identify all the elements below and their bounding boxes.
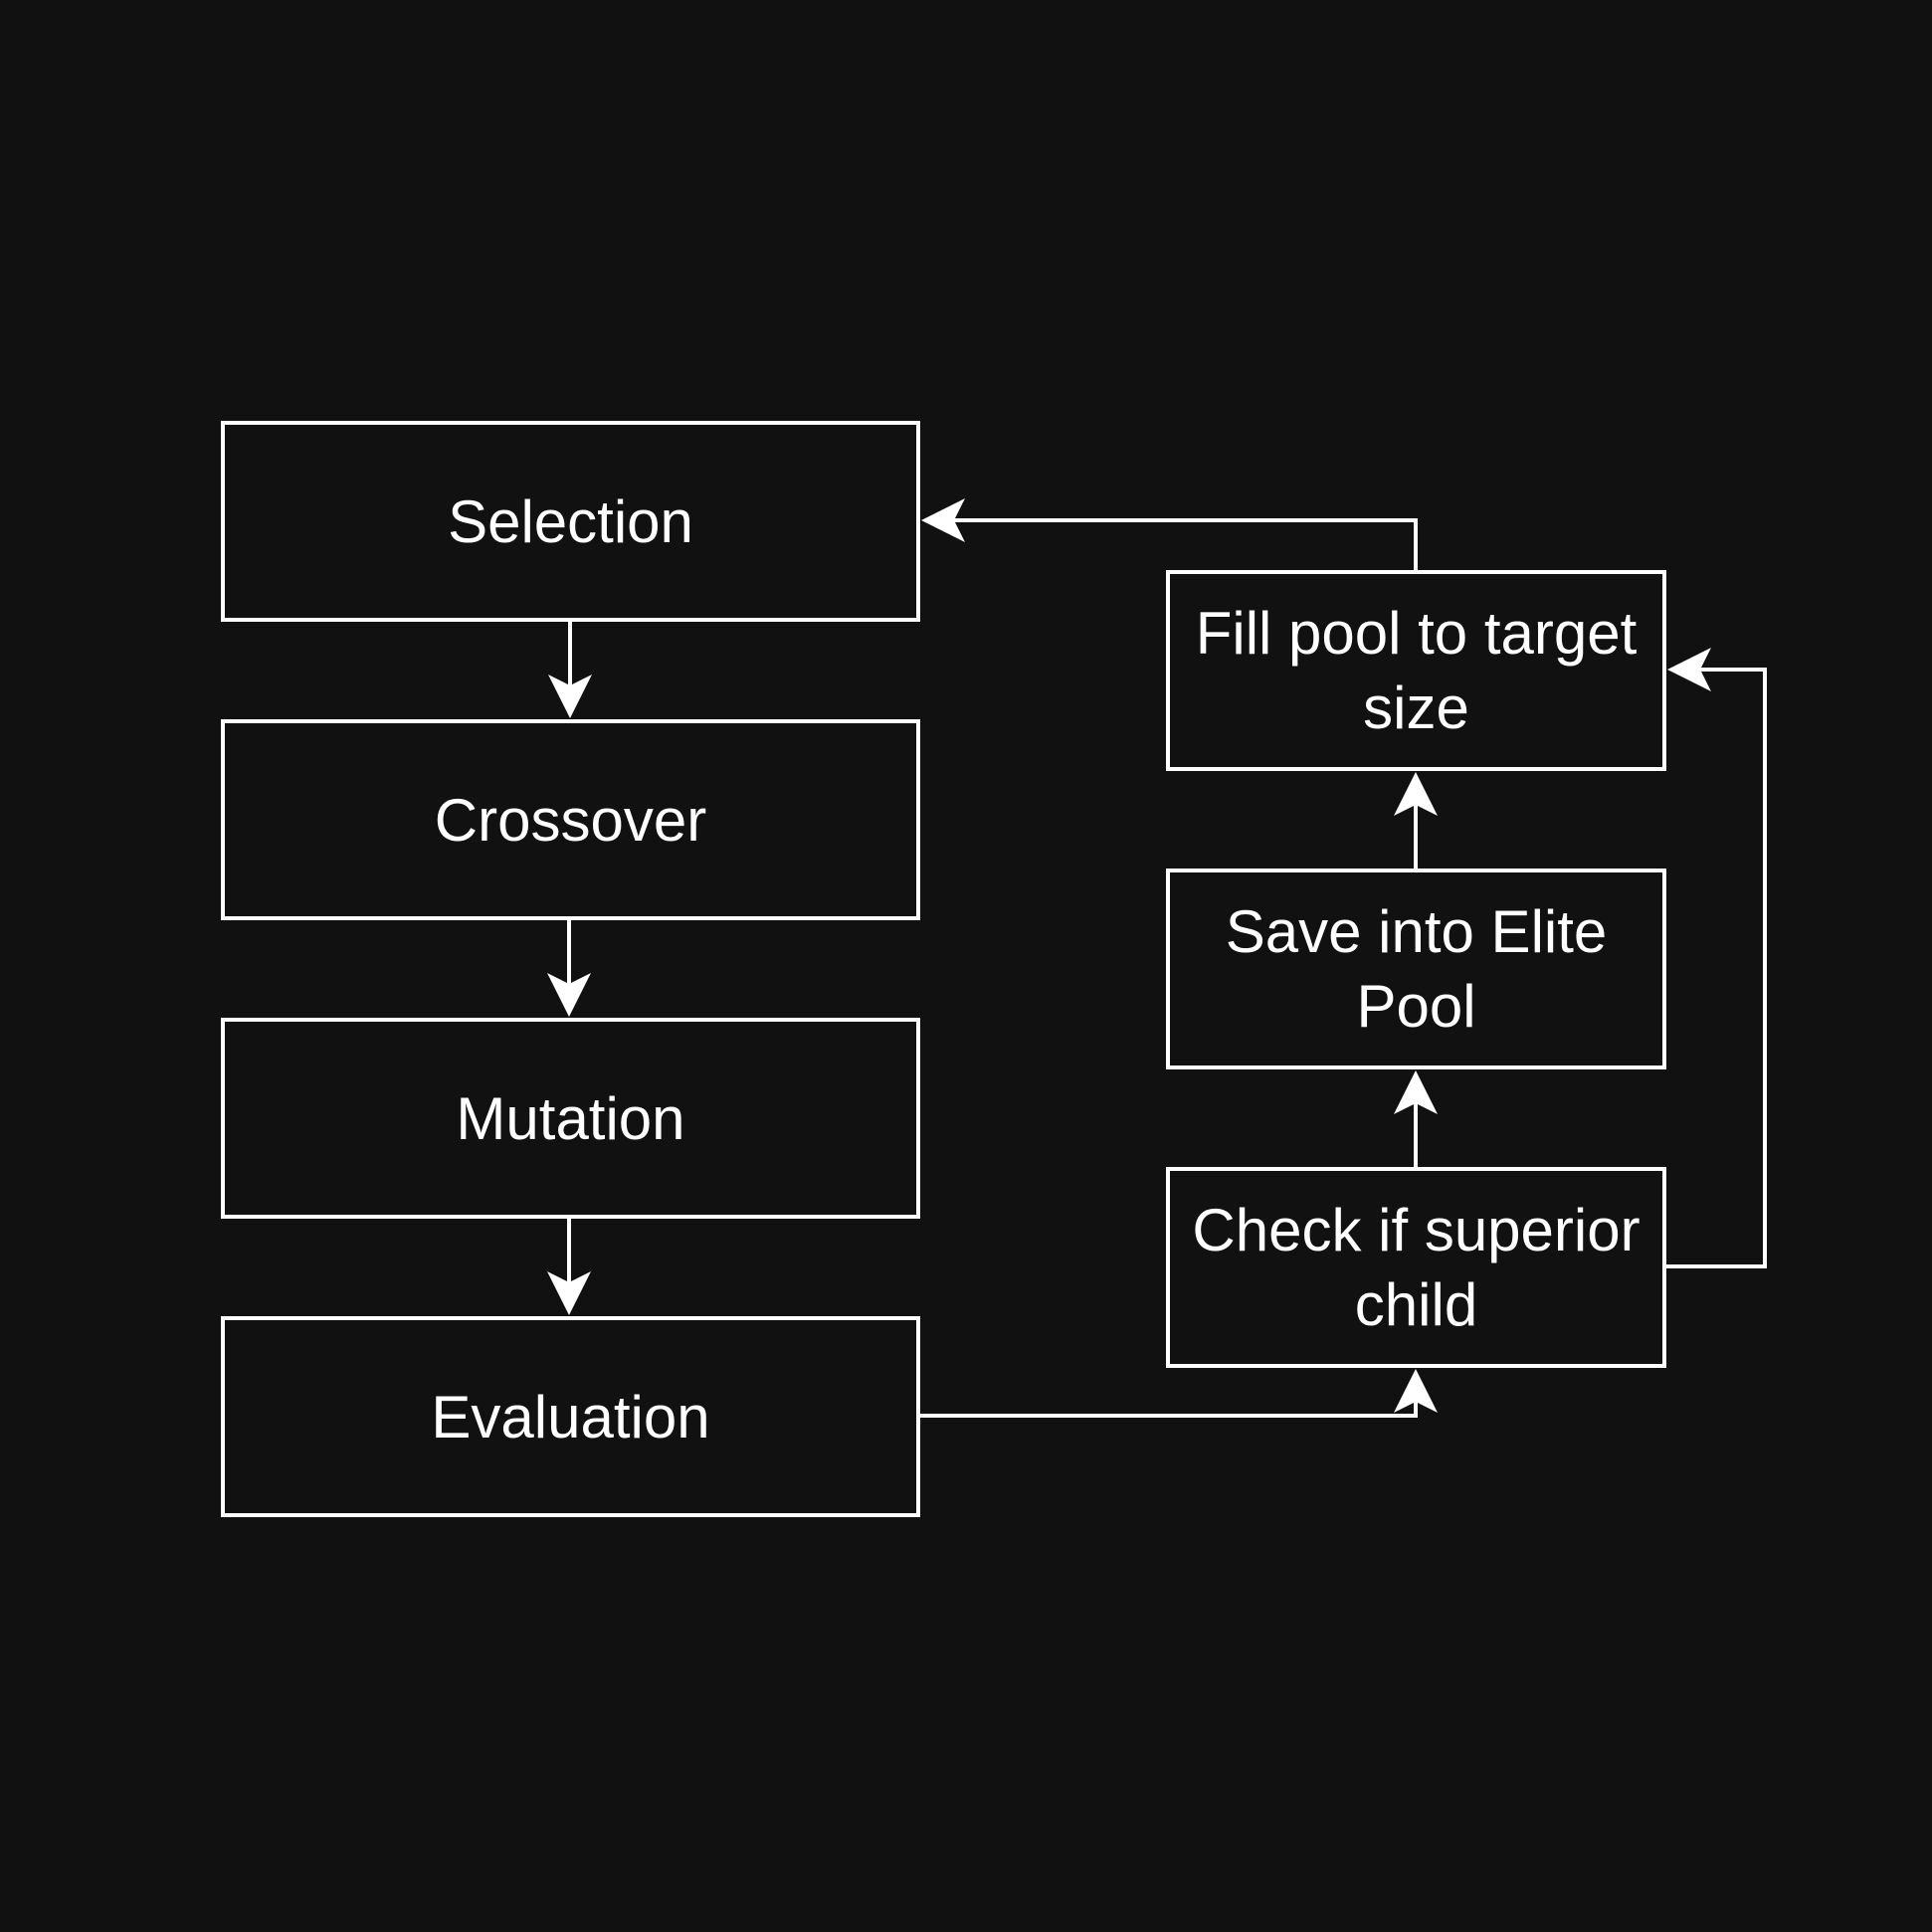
node-evaluation: Evaluation xyxy=(221,1316,920,1517)
node-fill-pool-label: Fill pool to target size xyxy=(1195,600,1638,741)
arrowhead-save xyxy=(1394,1070,1438,1114)
arrowhead-evaluation xyxy=(547,1271,591,1315)
node-selection: Selection xyxy=(221,421,920,622)
node-fill-pool: Fill pool to target size xyxy=(1166,570,1666,771)
node-save-elite-label: Save into Elite Pool xyxy=(1225,898,1608,1040)
edge-evaluation-to-check xyxy=(920,1373,1418,1418)
node-crossover: Crossover xyxy=(221,719,920,920)
arrowhead-check xyxy=(1394,1369,1438,1413)
node-crossover-label: Crossover xyxy=(434,786,707,854)
arrowhead-fill-right xyxy=(1667,648,1711,691)
node-mutation-label: Mutation xyxy=(456,1084,685,1152)
edge-check-to-fill xyxy=(1666,668,1767,1268)
node-save-elite: Save into Elite Pool xyxy=(1166,869,1666,1069)
node-check-superior: Check if superior child xyxy=(1166,1167,1666,1368)
node-mutation: Mutation xyxy=(221,1018,920,1219)
arrowhead-fill-bottom xyxy=(1394,772,1438,816)
node-selection-label: Selection xyxy=(448,487,693,555)
arrowhead-mutation xyxy=(547,973,591,1017)
edge-fill-to-selection xyxy=(925,518,1418,570)
node-check-superior-label: Check if superior child xyxy=(1192,1197,1641,1338)
arrowhead-crossover xyxy=(548,675,592,718)
node-evaluation-label: Evaluation xyxy=(431,1383,710,1450)
arrowhead-selection xyxy=(921,498,965,542)
